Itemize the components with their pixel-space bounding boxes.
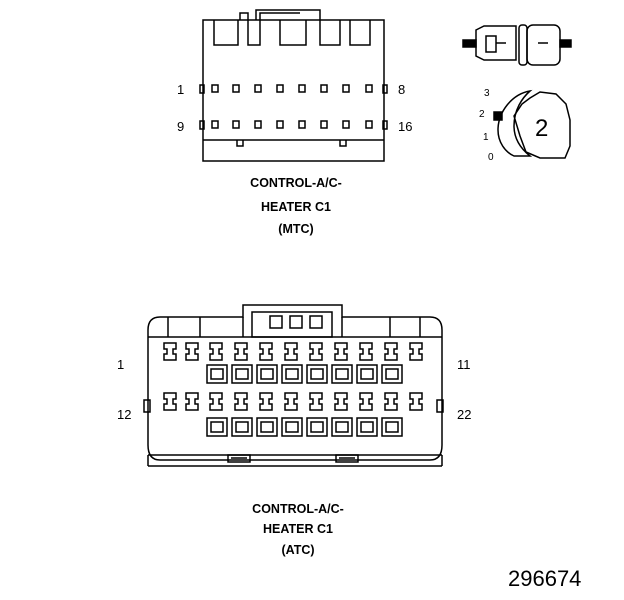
atc-pin-clip (284, 342, 298, 361)
atc-cavity-inner (285, 421, 299, 433)
connector-side-view (462, 24, 572, 66)
atc-cavity-inner (385, 421, 399, 433)
atc-caption-line2: HEATER C1 (263, 522, 333, 536)
atc-cavity-inner (210, 368, 224, 380)
atc-pin-label-1: 1 (117, 357, 125, 372)
mtc-pin-label-9: 9 (177, 119, 185, 134)
atc-caption-line1: CONTROL-A/C- (252, 502, 344, 516)
figure-number: 296674 (508, 566, 582, 591)
atc-pin-clip (209, 392, 223, 411)
atc-pin-clip (384, 392, 398, 411)
atc-cavity-inner (210, 421, 224, 433)
atc-cavity-inner (385, 368, 399, 380)
atc-cavities (206, 364, 403, 437)
mtc-pin-label-8: 8 (398, 82, 406, 97)
atc-cavity-inner (285, 368, 299, 380)
atc-cavity (256, 417, 278, 437)
atc-pin-clip (259, 392, 273, 411)
atc-cavity-inner (260, 421, 274, 433)
mtc-pin-row-top (211, 84, 373, 93)
atc-cavity (231, 417, 253, 437)
atc-cavity-inner (360, 421, 374, 433)
atc-cavity (356, 364, 378, 384)
atc-pin-label-11: 11 (457, 357, 471, 372)
mtc-pin-row-bottom (211, 120, 373, 129)
atc-cavity (381, 417, 403, 437)
atc-cavity (306, 417, 328, 437)
atc-pin-clip (409, 342, 423, 361)
atc-pin-clip (359, 392, 373, 411)
lock-detail (493, 89, 571, 159)
mtc-caption-line3: (MTC) (278, 222, 314, 236)
atc-pin-clip (185, 392, 199, 411)
atc-cavity (281, 364, 303, 384)
mtc-pin-label-16: 16 (398, 119, 413, 134)
atc-cavity-inner (335, 368, 349, 380)
lock-position-0: 0 (488, 152, 494, 163)
atc-cavity-inner (235, 421, 249, 433)
atc-cavity-inner (260, 368, 274, 380)
atc-pin-clip (185, 342, 199, 361)
atc-pin-label-12: 12 (117, 407, 132, 422)
mtc-pin-label-1: 1 (177, 82, 185, 97)
atc-cavity-inner (310, 421, 324, 433)
atc-pin-clip (384, 342, 398, 361)
lock-badge: 2 (535, 115, 549, 142)
atc-pin-clip (309, 392, 323, 411)
atc-cavity (331, 417, 353, 437)
atc-cavity (231, 364, 253, 384)
atc-pin-clip (234, 392, 248, 411)
atc-cavity (256, 364, 278, 384)
atc-pin-clip (259, 342, 273, 361)
atc-pin-clip (234, 342, 248, 361)
atc-pin-label-22: 22 (457, 407, 472, 422)
atc-pin-clip (163, 342, 177, 361)
mtc-connector (199, 9, 388, 162)
atc-pin-clips (163, 342, 423, 411)
atc-pin-clip (309, 342, 323, 361)
mtc-caption-line2: HEATER C1 (261, 200, 331, 214)
mtc-caption-line1: CONTROL-A/C- (250, 176, 342, 190)
atc-cavity-inner (360, 368, 374, 380)
atc-pin-clip (359, 342, 373, 361)
atc-pin-clip (163, 392, 177, 411)
atc-cavity (331, 364, 353, 384)
atc-cavity (381, 364, 403, 384)
atc-cavity-inner (335, 421, 349, 433)
atc-pin-clip (284, 392, 298, 411)
atc-cavity-inner (310, 368, 324, 380)
lock-position-1: 1 (483, 132, 489, 143)
atc-cavity (206, 364, 228, 384)
lock-position-3: 3 (484, 88, 490, 99)
atc-pin-clip (334, 392, 348, 411)
atc-cavity (206, 417, 228, 437)
lock-position-2: 2 (479, 109, 485, 120)
atc-pin-clip (409, 392, 423, 411)
atc-cavity (306, 364, 328, 384)
atc-caption-line3: (ATC) (281, 543, 315, 557)
atc-cavity (281, 417, 303, 437)
atc-cavity (356, 417, 378, 437)
atc-pin-clip (209, 342, 223, 361)
atc-connector (143, 304, 444, 467)
atc-cavity-inner (235, 368, 249, 380)
atc-pin-clip (334, 342, 348, 361)
